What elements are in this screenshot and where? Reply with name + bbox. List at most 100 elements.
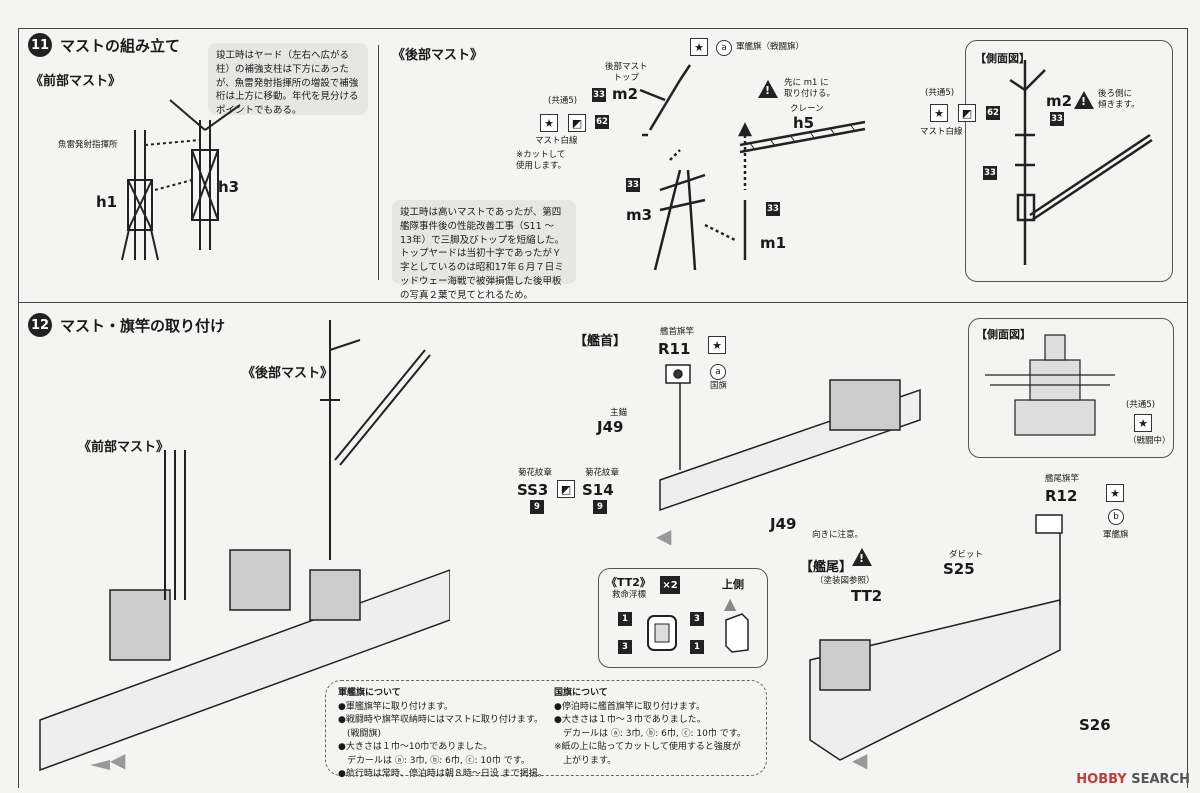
naval-flag-label: 軍艦旗 (1103, 530, 1129, 540)
stern-flag-decal-icon: ★ (1106, 484, 1124, 502)
part-h3: h3 (218, 178, 240, 196)
decal-num-62-side: 62 (986, 106, 1000, 120)
rear-mast-label: 《後部マスト》 (392, 48, 484, 63)
part-SS3: SS3 (517, 481, 549, 499)
top-rule (18, 28, 1188, 29)
chrys-crest-label-a: 菊花紋章 (518, 468, 553, 478)
decal-num-33c: 33 (766, 202, 780, 216)
national-flag-line-0: ●停泊時に艦首旗竿に取り付けます。 (554, 701, 705, 712)
front-mast-label-12: 《前部マスト》 (78, 440, 170, 455)
battle-label: （戦闘中） (1128, 436, 1171, 446)
part-m2-side: m2 (1046, 92, 1073, 110)
national-flag-line-4: ※紙の上に貼ってカットして使用すると強度が (554, 742, 741, 752)
note-mast-history: 竣工時は高いマストであったが、第四艦隊事件後の性能改善工事（S11 〜 13年）… (392, 200, 576, 301)
side-mast-drawing (1009, 60, 1153, 265)
orientation-note: 向きに注意。 (812, 530, 864, 540)
part-m2: m2 (612, 85, 639, 103)
national-flag-label: 国旗 (710, 381, 728, 391)
ship-front-view-drawing (985, 334, 1115, 436)
tt2-num-3a: 3 (690, 612, 704, 626)
naval-ensign-line-5: ●航行時は常時、停泊時は朝８時〜日没 まで掲揚。 (338, 769, 547, 779)
step12-title: マスト・旗竿の取り付け (60, 316, 226, 335)
side-view-label-12: 【側面図】 (976, 328, 1031, 341)
tt2-box (598, 568, 768, 668)
up-arrow-icon: ▲ (724, 594, 737, 613)
hobby-search-watermark: HOBBY SEARCH (1076, 772, 1190, 787)
lifebuoy-label: 救命浮標 (612, 590, 647, 600)
watermark-brand: HOBBY (1076, 772, 1127, 787)
national-flag-notes: 国旗について ●停泊時に艦首旗竿に取り付けます。 ●大きさは１巾〜３巾でありまし… (554, 687, 764, 768)
lifebuoy-icon (647, 615, 677, 651)
part-J49-b: J49 (770, 515, 797, 533)
national-flag-head: 国旗について (554, 688, 608, 698)
national-flag-line-1: ●大きさは１巾〜３巾でありました。 (554, 715, 706, 725)
decal-num-33b: 33 (626, 178, 640, 192)
tt2-box-title: 《TT2》 (606, 576, 651, 589)
warning-icon-m1 (758, 80, 778, 98)
side-view-panel-11 (965, 40, 1173, 282)
ship-mast-assembly-drawing (39, 320, 450, 772)
step12-number: 12 (28, 313, 52, 337)
bow-direction-arrow-icon: ◀ (656, 524, 672, 548)
tt2-num-3b: 3 (618, 640, 632, 654)
front-mast-drawing (121, 99, 241, 261)
rear-mast-drawing (639, 64, 866, 271)
part-h1: h1 (96, 193, 118, 211)
mast-white-decal-icon-side: ★ (930, 104, 948, 122)
part-S14: S14 (582, 481, 614, 499)
decal-num-33-side-a: 33 (1050, 112, 1064, 126)
step-divider (18, 302, 1188, 303)
ensign-decal-icon: ★ (690, 38, 708, 56)
naval-ensign-line-2: (戦闘旗) (338, 728, 382, 739)
mast-white-decal-icon: ★ (540, 114, 558, 132)
warning-icon-tilt (1074, 91, 1094, 109)
common5-label: (共通5) (548, 96, 578, 106)
warn-m1-note: 先に m1 に 取り付ける。 (784, 78, 836, 99)
part-S25: S25 (943, 560, 975, 578)
watermark-brand2: SEARCH (1131, 772, 1190, 787)
paint-ref-note: （塗装図参照） (815, 576, 875, 586)
ensign-label: 軍艦旗（戦闘旗） (736, 42, 805, 52)
national-flag-line-2: デカールは ⓐ: 3巾, ⓑ: 6巾, ⓒ: 10巾 です。 (554, 728, 746, 739)
tt2-num-1a: 1 (618, 612, 632, 626)
mast-top-label: 後部マスト トップ (605, 62, 648, 83)
circle-a-icon: a (716, 40, 732, 56)
bow-flag-decal-icon: ★ (708, 336, 726, 354)
naval-ensign-head: 軍艦旗について (338, 688, 401, 698)
part-m3: m3 (626, 206, 653, 224)
crane-label: クレーン (790, 104, 824, 114)
part-TT2: TT2 (851, 587, 883, 605)
side-view-panel-12 (968, 318, 1174, 458)
front-mast-label: 《前部マスト》 (30, 74, 122, 89)
naval-ensign-line-0: ●軍艦旗竿に取り付けます。 (338, 701, 453, 712)
step11-divider (378, 45, 379, 280)
flag-notes-box: 軍艦旗について ●軍艦旗竿に取り付けます。 ●戦闘時や旗竿収納時にはマストに取り… (325, 680, 767, 779)
right-rule (1187, 28, 1188, 788)
step11-number: 11 (28, 33, 52, 57)
part-R12: R12 (1045, 487, 1078, 505)
naval-ensign-line-4: デカールは ⓐ: 3巾, ⓑ: 6巾, ⓒ: 10巾 です。 (338, 755, 530, 766)
bow-flagstaff-label: 艦首旗竿 (660, 327, 695, 337)
tt2-count-badge: ×2 (660, 576, 680, 594)
torpedo-director-label: 魚雷発射指揮所 (58, 140, 118, 150)
stern-direction-arrow-icon: ◀ (852, 748, 868, 772)
tt2-num-1b: 1 (690, 640, 704, 654)
lifebuoy-rack-icon (725, 613, 749, 653)
stern-label: 【艦尾】 (800, 560, 853, 575)
decal-num-62: 62 (595, 115, 609, 129)
warn-tilt-note: 後ろ側に 傾きます。 (1098, 89, 1140, 110)
left-rule (18, 28, 19, 788)
warning-icon-orientation (852, 548, 872, 566)
checker-decal-icon-side: ◩ (958, 104, 976, 122)
part-J49-a: J49 (597, 418, 624, 436)
decal-num-33-side-b: 33 (983, 166, 997, 180)
step11-header: 11 マストの組み立て (28, 33, 180, 57)
common5-label-side: (共通5) (925, 88, 955, 98)
part-m1: m1 (760, 234, 787, 252)
part-R11: R11 (658, 340, 691, 358)
decal-num-9b: 9 (593, 500, 607, 514)
crest-decal-icon: ◩ (557, 480, 575, 498)
checker-decal-icon: ◩ (568, 114, 586, 132)
bow-drawing (659, 364, 921, 512)
cut-note: ※カットして 使用します。 (516, 150, 567, 171)
